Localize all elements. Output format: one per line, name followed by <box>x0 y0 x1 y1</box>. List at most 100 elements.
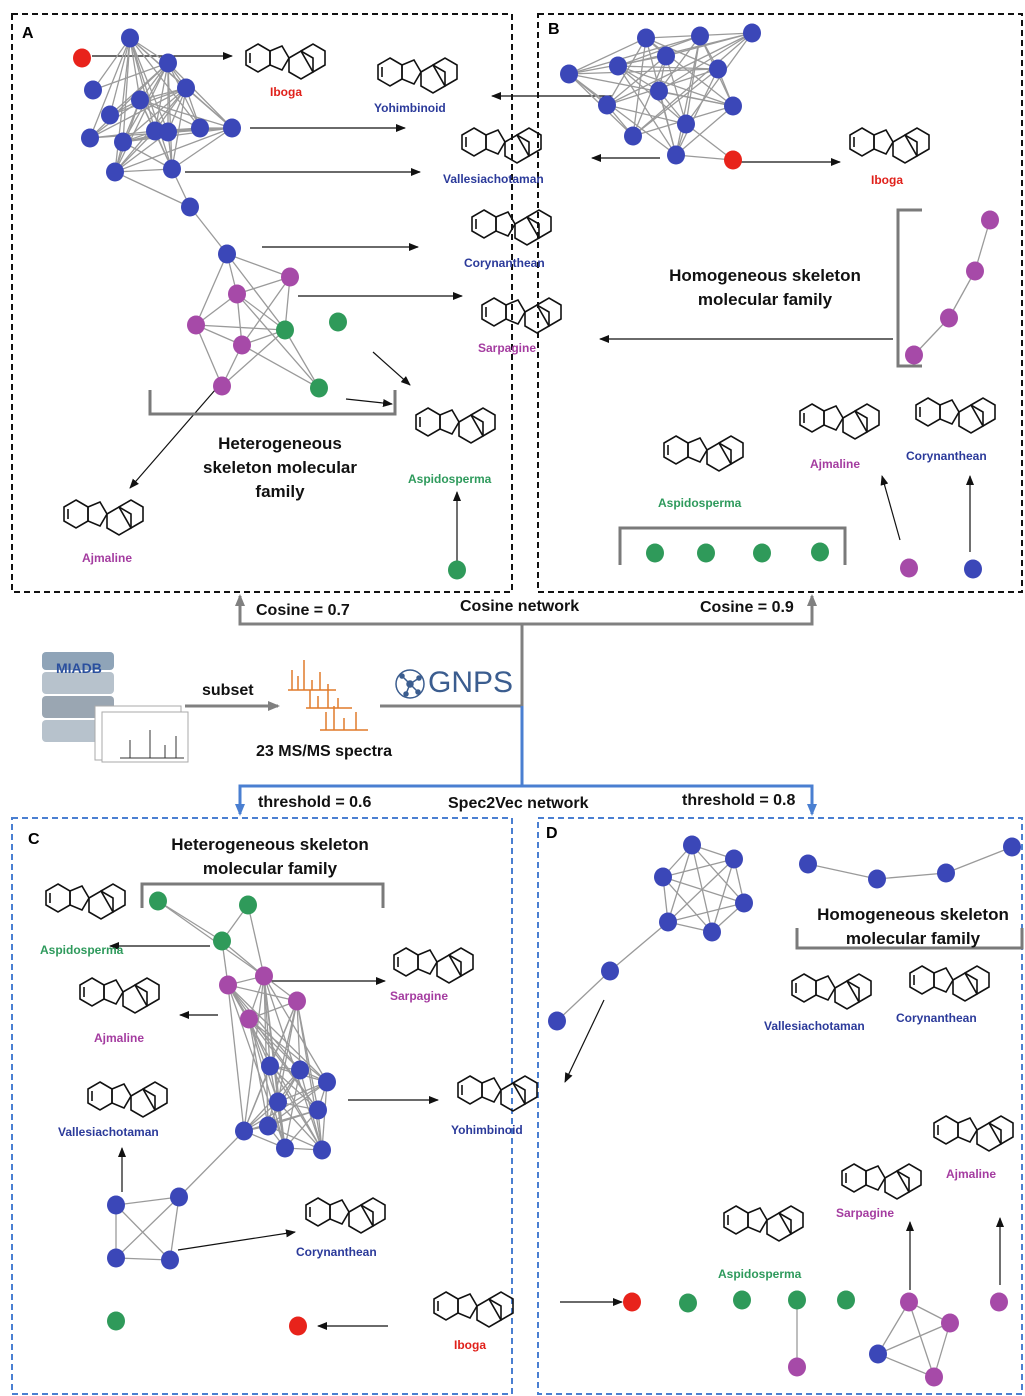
vallesiachotaman-structure-c <box>87 1081 168 1118</box>
network-edge <box>617 65 677 156</box>
network-node-blue <box>667 145 685 165</box>
network-edge <box>568 35 701 75</box>
network-node-purple <box>213 376 231 396</box>
network-edge <box>667 844 693 923</box>
database-label: MIADB <box>56 660 102 676</box>
network-node-purple <box>240 1009 258 1029</box>
network-node-blue <box>131 90 149 110</box>
threshold-06-label: threshold = 0.6 <box>258 794 372 811</box>
network-edge <box>236 293 286 331</box>
network-node-blue <box>598 95 616 115</box>
network-edge <box>556 970 611 1022</box>
corynanthean-structure-b <box>915 397 996 434</box>
network-node-green <box>310 378 328 398</box>
network-edge <box>665 32 753 57</box>
network-edge <box>169 1196 180 1261</box>
mol-label-ajmaline-b: Ajmaline <box>810 457 861 471</box>
family-label-homo-b: Homogeneous skeleton molecular family <box>669 266 861 309</box>
network-edge <box>568 37 647 75</box>
network-edge <box>658 35 701 92</box>
network-edge <box>115 1196 180 1259</box>
network-node-blue <box>637 28 655 48</box>
bracket-homo-b-left <box>896 208 922 368</box>
network-node-green <box>276 320 294 340</box>
panel-d-box <box>537 817 1023 1395</box>
iboga-structure-c <box>433 1291 514 1328</box>
vallesiachotaman-structure-d <box>791 973 872 1010</box>
spec2vec-branch-line <box>238 706 524 812</box>
network-edge <box>89 87 187 139</box>
network-edge <box>662 876 745 904</box>
network-edge <box>157 900 265 977</box>
network-edge <box>632 37 647 137</box>
network-edge <box>227 984 298 1002</box>
network-node-purple <box>900 558 918 578</box>
network-edge <box>248 1018 301 1071</box>
network-node-blue <box>659 912 677 932</box>
network-edge <box>109 37 131 116</box>
network-edge <box>632 68 719 137</box>
network-edge <box>114 171 191 208</box>
network-node-blue <box>235 1121 253 1141</box>
spec2vec-network-label: Spec2Vec network <box>448 795 589 812</box>
network-edge <box>876 872 947 880</box>
mol-label-vallesiachotaman-c: Vallesiachotaman <box>58 1125 159 1139</box>
network-node-blue <box>313 1140 331 1160</box>
cosine-09-label: Cosine = 0.9 <box>700 599 794 616</box>
bracket-homo-d <box>795 928 1024 950</box>
network-node-red <box>623 1292 641 1312</box>
network-edge <box>691 844 713 933</box>
network-edge <box>178 1130 245 1198</box>
network-edge <box>568 68 719 75</box>
network-node-blue <box>121 28 139 48</box>
network-node-blue <box>725 849 743 869</box>
network-node-blue <box>609 56 627 76</box>
database-icon <box>42 652 189 763</box>
bracket-homo-b-bottom <box>618 526 847 565</box>
network-node-blue <box>724 96 742 116</box>
network-edge <box>129 37 201 129</box>
network-edge <box>89 62 169 139</box>
mol-label-aspidosperma-b: Aspidosperma <box>658 496 742 510</box>
network-node-purple <box>233 335 251 355</box>
panel-a-box <box>11 13 513 593</box>
mol-label-iboga-a: Iboga <box>270 85 302 99</box>
network-node-purple <box>788 1357 806 1377</box>
ajmaline-structure-d <box>933 1115 1014 1152</box>
mol-label-vallesiachotaman-d: Vallesiachotaman <box>764 1019 865 1033</box>
network-node-blue <box>84 80 102 100</box>
network-edge <box>877 1322 951 1355</box>
network-edge <box>617 65 719 70</box>
network-edge <box>877 1301 910 1355</box>
network-edge <box>115 1257 171 1261</box>
network-node-blue <box>107 1195 125 1215</box>
network-node-blue <box>269 1092 287 1112</box>
network-edge <box>675 105 734 156</box>
network-edge <box>236 293 320 389</box>
family-label-hetero-c: Heterogeneous skeleton molecular family <box>171 835 369 878</box>
network-node-green <box>213 931 231 951</box>
network-edge <box>139 99 201 129</box>
cosine-network-label: Cosine network <box>460 598 580 615</box>
network-edge <box>247 904 265 977</box>
network-edge <box>129 37 156 132</box>
aspidosperma-structure-b <box>663 435 744 472</box>
network-node-blue <box>218 244 236 264</box>
network-edge <box>114 127 233 173</box>
network-edge <box>122 127 233 143</box>
network-edge <box>267 1125 323 1151</box>
network-node-blue <box>624 126 642 146</box>
network-node-red <box>73 48 91 68</box>
network-edge <box>195 324 286 331</box>
panel-c-box <box>11 817 513 1395</box>
family-label-hetero-a: Heterogeneous skeleton molecular family <box>202 434 357 501</box>
network-edge <box>568 73 677 156</box>
family-label-homo-d: Homogeneous skeleton molecular family <box>817 905 1009 948</box>
vallesiachotaman-structure-a <box>461 127 542 164</box>
panel-label-d: D <box>546 825 558 842</box>
mol-label-corynanthean-a: Corynanthean <box>464 256 545 270</box>
network-node-blue <box>170 1187 188 1207</box>
network-node-blue <box>159 53 177 73</box>
network-edge <box>248 1018 328 1083</box>
network-node-purple <box>219 975 237 995</box>
